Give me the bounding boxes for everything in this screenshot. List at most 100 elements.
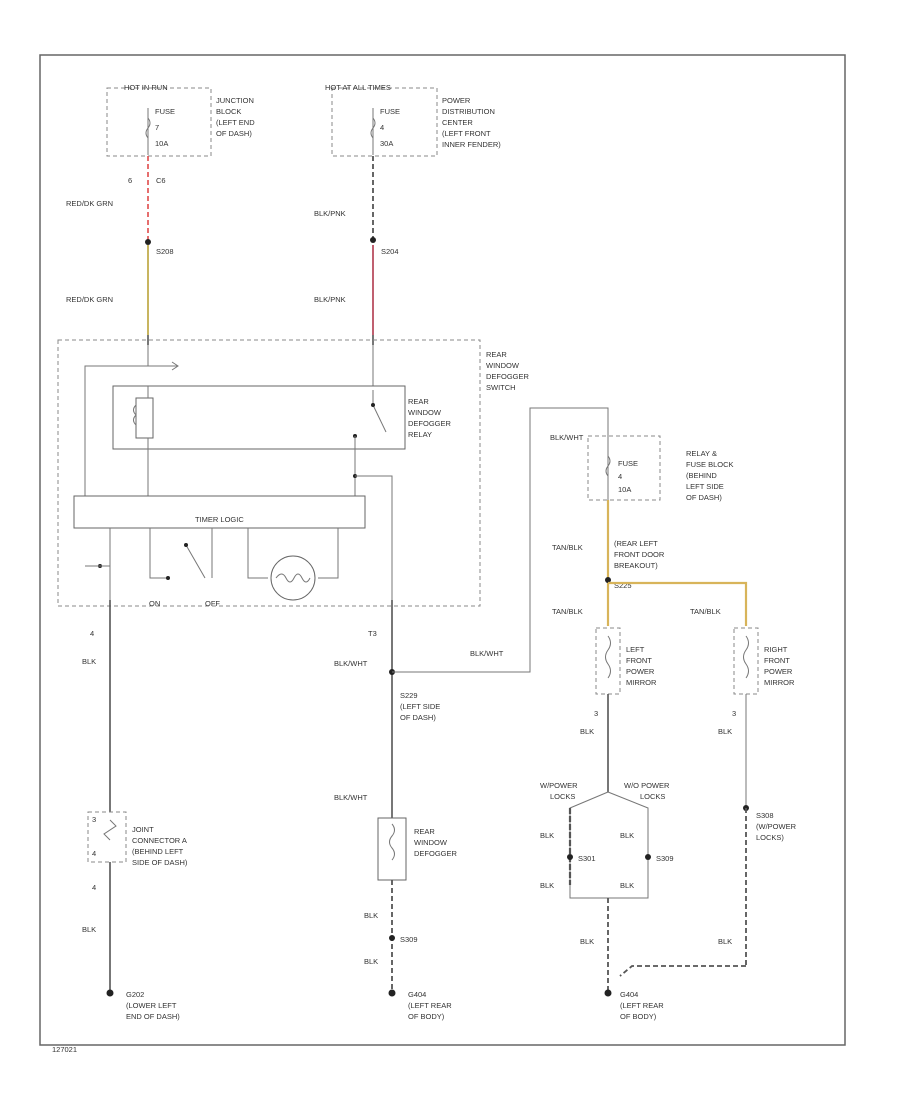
wire-blk-wht-2: BLK/WHT xyxy=(470,649,504,658)
pin-4: 4 xyxy=(90,629,94,638)
joint-pin-4: 4 xyxy=(92,849,96,858)
defogger-path: T3 BLK/WHT BLK/WHT S229 (LEFT SIDE OF DA… xyxy=(334,407,609,1021)
fuse-amps: 10A xyxy=(155,139,168,148)
s229-label-2: (LEFT SIDE xyxy=(400,702,440,711)
splice-s309: S309 xyxy=(400,935,418,944)
relay-label-2: WINDOW xyxy=(408,408,442,417)
s225-label-3: FRONT DOOR xyxy=(614,550,665,559)
relay-block-wire: BLK/WHT xyxy=(550,433,584,442)
ground-g404b-icon xyxy=(604,989,612,997)
g404a-label-3: OF BODY) xyxy=(408,1012,445,1021)
left-mirror-pin: 3 xyxy=(594,709,598,718)
splice-s301: S301 xyxy=(578,854,596,863)
pdc-loc-5: INNER FENDER) xyxy=(442,140,501,149)
right-mirror-heater xyxy=(733,627,759,695)
wire-tan-blk-1: TAN/BLK xyxy=(552,543,583,552)
s225-label-1: S225 xyxy=(614,581,632,590)
fuse-label: FUSE xyxy=(155,107,175,116)
right-mirror-4: MIRROR xyxy=(764,678,795,687)
wire-blk-wht-3: BLK/WHT xyxy=(334,793,368,802)
defogger-label-2: WINDOW xyxy=(414,838,448,847)
defogger-switch-assembly: REAR WINDOW DEFOGGER SWITCH REAR WINDOW … xyxy=(57,339,530,608)
defogger-relay xyxy=(112,385,406,450)
splice-s309b: S309 xyxy=(656,854,674,863)
ground-g404-icon xyxy=(388,989,396,997)
wire-blk-5: BLK xyxy=(580,727,594,736)
ground-g202-icon xyxy=(106,989,114,997)
switch-label-2: WINDOW xyxy=(486,361,520,370)
left-mirror-1: LEFT xyxy=(626,645,645,654)
wire-blk-12: BLK xyxy=(580,937,594,946)
g404a-label-2: (LEFT REAR xyxy=(408,1001,452,1010)
pdc-loc-2: DISTRIBUTION xyxy=(442,107,495,116)
joint-label-4: SIDE OF DASH) xyxy=(132,858,188,867)
without-locks-2: LOCKS xyxy=(640,792,665,801)
relay-fuse-block xyxy=(587,435,661,501)
junction-loc-4: OF DASH) xyxy=(216,129,252,138)
joint-pin-4b: 4 xyxy=(92,883,96,892)
diagram-code: 127021 xyxy=(52,1045,77,1054)
fuse-label-2: FUSE xyxy=(380,107,400,116)
timer-logic-label: TIMER LOGIC xyxy=(195,515,244,524)
ground-path-g202: 4 BLK 3 4 JOINT CONNECTOR A (BEHIND LEFT… xyxy=(82,600,188,1021)
s225-label-4: BREAKOUT) xyxy=(614,561,658,570)
hot-at-all-title: HOT AT ALL TIMES xyxy=(325,83,391,92)
wire-blk-8: BLK xyxy=(540,831,554,840)
junction-loc-1: JUNCTION xyxy=(216,96,254,105)
fuse-amps-2: 30A xyxy=(380,139,393,148)
wire-red-grn-1: RED/DK GRN xyxy=(66,199,113,208)
left-mirror-4: MIRROR xyxy=(626,678,657,687)
pin-6: 6 xyxy=(128,176,132,185)
left-feed-wire: 6 C6 RED/DK GRN S208 RED/DK GRN xyxy=(66,156,174,345)
wire-red-grn-2: RED/DK GRN xyxy=(66,295,113,304)
s229-label-3: OF DASH) xyxy=(400,713,436,722)
wire-blk-pnk-1: BLK/PNK xyxy=(314,209,346,218)
wire-blk-4: BLK xyxy=(364,957,378,966)
indicator-lamp xyxy=(270,555,316,601)
pdc-loc-1: POWER xyxy=(442,96,471,105)
splice-s208: S208 xyxy=(156,247,174,256)
wire-blk-10: BLK xyxy=(540,881,554,890)
s308-label-2: (W/POWER xyxy=(756,822,797,831)
wire-tan-blk-2: TAN/BLK xyxy=(552,607,583,616)
wire-blk-2: BLK xyxy=(82,925,96,934)
fuse-number: 7 xyxy=(155,123,159,132)
relay-label-4: RELAY xyxy=(408,430,432,439)
wire-blk-11: BLK xyxy=(620,881,634,890)
switch-label-3: DEFOGGER xyxy=(486,372,530,381)
g404a-label-1: G404 xyxy=(408,990,426,999)
with-locks-1: W/POWER xyxy=(540,781,578,790)
connector-c6: C6 xyxy=(156,176,166,185)
right-mirror-pin: 3 xyxy=(732,709,736,718)
junction-loc-3: (LEFT END xyxy=(216,118,255,127)
pdc-loc-3: CENTER xyxy=(442,118,473,127)
relay-block-loc-2: FUSE BLOCK xyxy=(686,460,734,469)
s308-label-1: S308 xyxy=(756,811,774,820)
right-mirror-1: RIGHT xyxy=(764,645,788,654)
switch-on-label: ON xyxy=(149,599,160,608)
relay-label-3: DEFOGGER xyxy=(408,419,452,428)
relay-block-loc-3: (BEHIND xyxy=(686,471,717,480)
g404b-label-2: (LEFT REAR xyxy=(620,1001,664,1010)
without-locks-1: W/O POWER xyxy=(624,781,670,790)
left-mirror-3: POWER xyxy=(626,667,655,676)
timer-logic xyxy=(73,495,366,529)
relay-fuse-number: 4 xyxy=(618,472,622,481)
wire-blk-7: BLK xyxy=(718,937,732,946)
relay-coil xyxy=(135,397,154,439)
mirror-heater-circuit: BLK/WHT FUSE 4 10A RELAY & FUSE BLOCK (B… xyxy=(540,433,797,1021)
right-mirror-3: POWER xyxy=(764,667,793,676)
with-locks-2: LOCKS xyxy=(550,792,575,801)
wire-blk-1: BLK xyxy=(82,657,96,666)
s225-label-2: (REAR LEFT xyxy=(614,539,658,548)
switch-label-4: SWITCH xyxy=(486,383,516,392)
g202-label-3: END OF DASH) xyxy=(126,1012,180,1021)
left-mirror-2: FRONT xyxy=(626,656,652,665)
switch-label-1: REAR xyxy=(486,350,507,359)
fuse-number-2: 4 xyxy=(380,123,384,132)
s229-label-1: S229 xyxy=(400,691,418,700)
relay-fuse-amps: 10A xyxy=(618,485,631,494)
relay-block-loc-1: RELAY & xyxy=(686,449,717,458)
switch-off-label: OFF xyxy=(205,599,220,608)
